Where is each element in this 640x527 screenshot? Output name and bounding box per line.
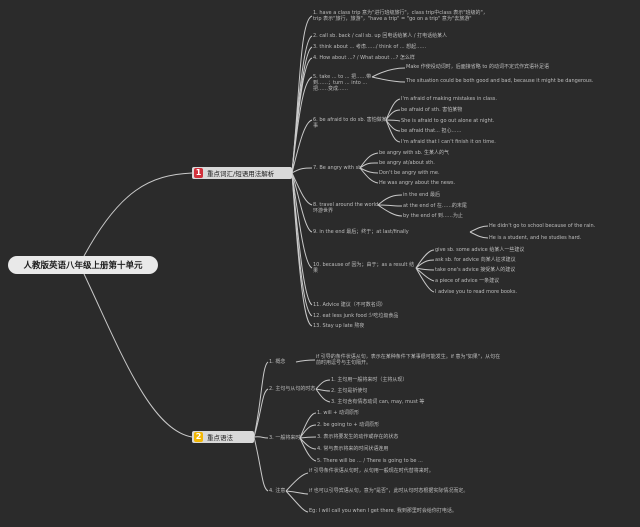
vocab-subitem[interactable]: I advise you to read more books. xyxy=(435,289,518,295)
vocab-item[interactable]: 11. Advice 建议（不可数名词） xyxy=(313,302,386,308)
root-node[interactable]: 人教版英语八年级上册第十单元 xyxy=(8,256,158,274)
vocab-subitem[interactable]: be afraid that... 担心…… xyxy=(401,128,462,134)
grammar-subitem[interactable]: 4. 常与表示将来的时间状语连用 xyxy=(317,446,389,452)
grammar-subitem[interactable]: Eg: I will call you when I get there. 我到… xyxy=(309,508,457,514)
vocab-item[interactable]: 12. eat less junk food 少吃垃圾食品 xyxy=(313,313,399,319)
vocab-subitem[interactable]: take one's advice 接受某人的建议 xyxy=(435,267,516,273)
vocab-subitem[interactable]: be angry with sb. 生某人的气 xyxy=(379,150,450,156)
vocab-item[interactable]: 6. be afraid to do sb. 害怕做某事 xyxy=(313,117,387,129)
branch-grammar[interactable]: 2 重点语法 xyxy=(192,431,254,443)
vocab-item[interactable]: 3. think about ... 考虑……/ think of ... 想起… xyxy=(313,44,427,50)
grammar-subitem[interactable]: if 引导的条件状语从句，表示在某种条件下某事很可能发生。if 意为"如果"，从… xyxy=(316,354,501,366)
vocab-item[interactable]: 2. call sb. back / call sb. up 回电话给某人 / … xyxy=(313,33,448,39)
vocab-item[interactable]: 10. because of 因为；由于；as a result 结果 xyxy=(313,262,415,274)
vocab-item[interactable]: 4. How about ...? / What about ...? 怎么样 xyxy=(313,55,415,61)
vocab-subitem[interactable]: be angry at/about sth. xyxy=(379,160,435,166)
grammar-subitem[interactable]: 2. be going to + 动词原形 xyxy=(317,422,380,428)
grammar-subitem[interactable]: 3. 表示将要发生的动作或存在的状态 xyxy=(317,434,399,440)
grammar-subitem[interactable]: 1. 主句用一般将来时（主将从现） xyxy=(331,377,408,383)
vocab-subitem[interactable]: in the end 最后 xyxy=(403,192,440,198)
vocab-subitem[interactable]: He was angry about the news. xyxy=(379,180,456,186)
grammar-subitem[interactable]: 1. will + 动词原形 xyxy=(317,410,359,416)
grammar-subitem[interactable]: if 也可以引导宾语从句，意为"是否"，此时从句时态根据实际情况而定。 xyxy=(309,488,469,494)
vocab-subitem[interactable]: a piece of advice 一条建议 xyxy=(435,278,500,284)
branch-label: 重点词汇/短语用法解析 xyxy=(207,170,275,178)
vocab-subitem[interactable]: He is a student, and he studies hard. xyxy=(489,235,582,241)
vocab-subitem[interactable]: I'm afraid of making mistakes in class. xyxy=(401,96,497,102)
vocab-item[interactable]: 5. take ... to ... 把……带到……；turn ... into… xyxy=(313,74,372,92)
grammar-item[interactable]: 1. 概念 xyxy=(269,359,286,365)
vocab-item[interactable]: 13. Stay up late 熬夜 xyxy=(313,323,365,329)
vocab-subitem[interactable]: at the end of 在……的末尾 xyxy=(403,203,467,209)
grammar-subitem[interactable]: 3. 主句含有情态动词 can, may, must 等 xyxy=(331,399,425,405)
grammar-item[interactable]: 4. 注意 xyxy=(269,488,286,494)
vocab-subitem[interactable]: Make 作使役动词时，后面接省略 to 的动词不定式作宾语补足语 xyxy=(406,64,549,70)
vocab-item[interactable]: 8. travel around the world 环游世界 xyxy=(313,202,379,214)
vocab-subitem[interactable]: by the end of 到……为止 xyxy=(403,213,463,219)
branch-number-badge: 2 xyxy=(194,432,203,442)
branch-number-badge: 1 xyxy=(194,168,203,178)
vocab-subitem[interactable]: be afraid of sth. 害怕某物 xyxy=(401,107,463,113)
vocab-subitem[interactable]: He didn't go to school because of the ra… xyxy=(489,223,596,229)
vocab-item[interactable]: 9. in the end 最后；终于；at last/finally xyxy=(313,229,409,235)
root-label: 人教版英语八年级上册第十单元 xyxy=(23,261,143,271)
grammar-subitem[interactable]: 2. 主句是祈使句 xyxy=(331,388,368,394)
branch-vocabulary[interactable]: 1 重点词汇/短语用法解析 xyxy=(192,167,292,179)
grammar-subitem[interactable]: if 引导条件状语从句时，从句用一般现在时代替将来时。 xyxy=(309,468,434,474)
vocab-item[interactable]: 1. have a class trip 意为"进行班级旅行"，class tr… xyxy=(313,10,488,22)
grammar-item[interactable]: 3. 一般将来时 xyxy=(269,435,301,441)
vocab-subitem[interactable]: ask sb. for advice 向某人征求建议 xyxy=(435,257,516,263)
grammar-subitem[interactable]: 5. There will be ... / There is going to… xyxy=(317,458,423,464)
grammar-item[interactable]: 2. 主句与从句的时态 xyxy=(269,386,316,392)
vocab-subitem[interactable]: Don't be angry with me. xyxy=(379,170,440,176)
vocab-subitem[interactable]: The situation could be both good and bad… xyxy=(406,78,594,84)
vocab-subitem[interactable]: I'm afraid that I can't finish it on tim… xyxy=(401,139,496,145)
vocab-subitem[interactable]: She is afraid to go out alone at night. xyxy=(401,118,495,124)
vocab-item[interactable]: 7. Be angry with sb. xyxy=(313,165,364,171)
vocab-subitem[interactable]: give sb. some advice 给某人一些建议 xyxy=(435,247,525,253)
branch-label: 重点语法 xyxy=(207,434,233,442)
